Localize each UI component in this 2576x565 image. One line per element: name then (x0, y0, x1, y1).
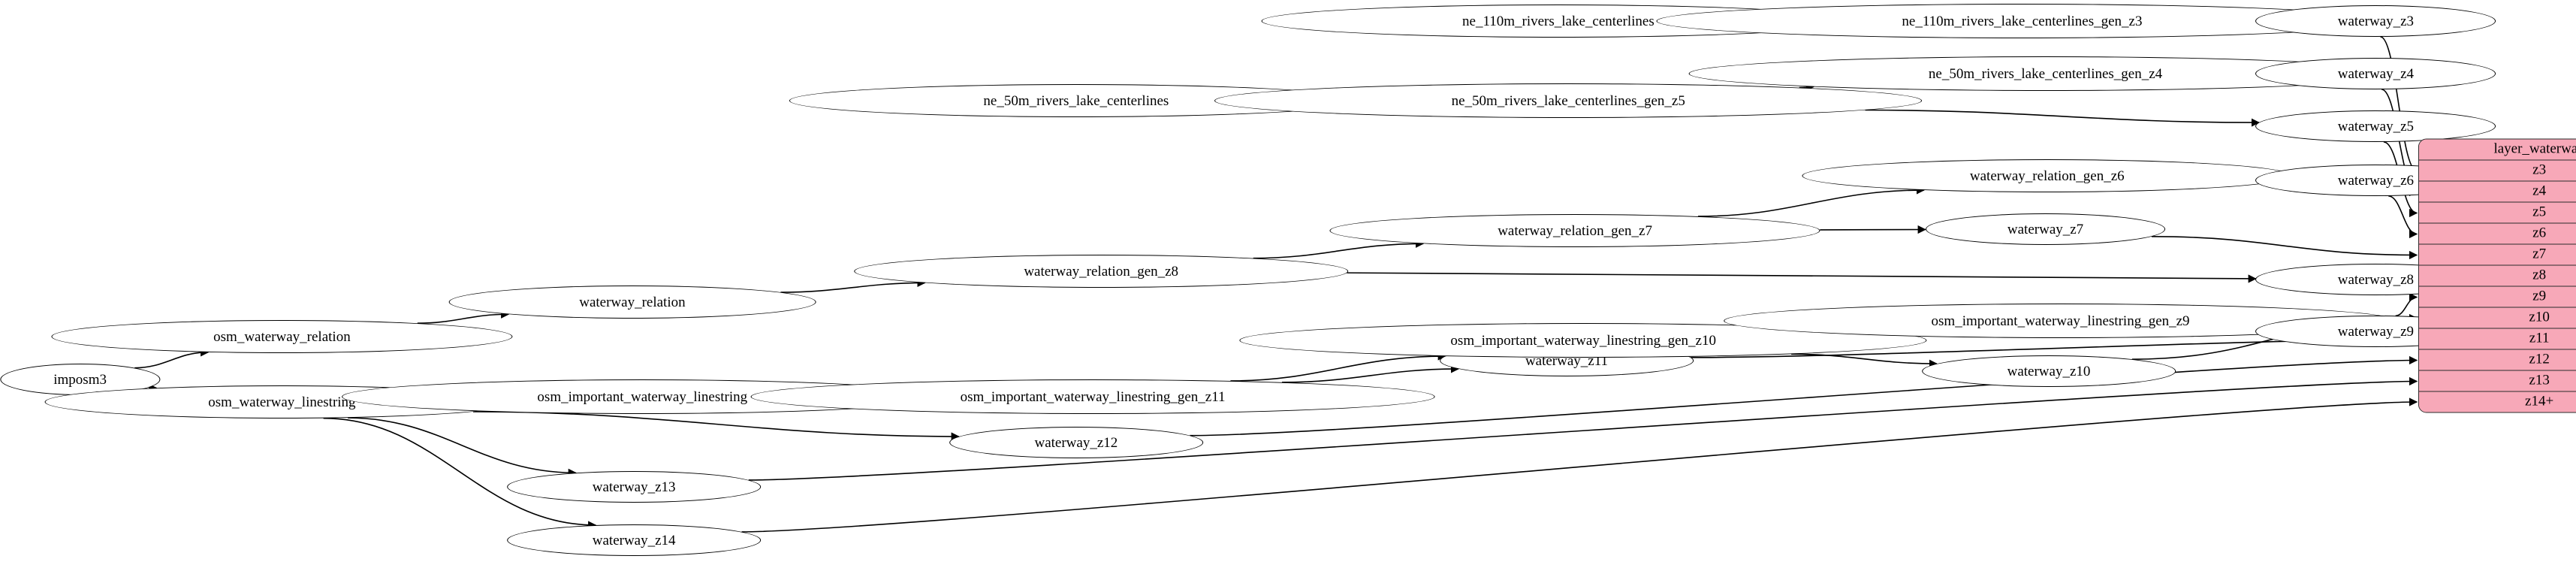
graph-node-waterway-relation-gen-z8[interactable]: waterway_relation_gen_z8 (854, 255, 1348, 288)
edge-waterway-z7-to-layer-waterway-z7 (2151, 236, 2418, 260)
edge-osm-waterway-linestring-to-waterway-z14 (323, 417, 597, 530)
graph-node-label: waterway_z8 (2337, 271, 2415, 288)
graph-node-label: waterway_z7 (2007, 221, 2084, 237)
edge-waterway-relation-gen-z8-to-waterway-z8 (1347, 272, 2257, 283)
layer-row-z10[interactable]: z10 (2419, 307, 2576, 329)
graph-node-ne-50m-rivers-lake-centerlines-gen-z5[interactable]: ne_50m_rivers_lake_centerlines_gen_z5 (1214, 83, 1923, 118)
graph-node-label: imposm3 (53, 371, 107, 388)
graph-node-waterway-z5[interactable]: waterway_z5 (2255, 110, 2496, 142)
layer-row-z4[interactable]: z4 (2419, 181, 2576, 203)
graph-node-waterway-relation[interactable]: waterway_relation (448, 286, 816, 319)
graph-node-waterway-z14[interactable]: waterway_z14 (507, 524, 761, 556)
graph-node-label: waterway_relation_gen_z7 (1498, 222, 1652, 239)
graph-node-label: waterway_z12 (1034, 434, 1118, 451)
graph-node-label: osm_waterway_linestring (208, 394, 356, 410)
graph-node-label: ne_50m_rivers_lake_centerlines_gen_z5 (1451, 92, 1685, 109)
layer-row-z3[interactable]: z3 (2419, 160, 2576, 182)
edge-waterway-relation-to-waterway-relation-gen-z8 (780, 278, 926, 293)
graph-node-label: osm_important_waterway_linestring_gen_z1… (1450, 332, 1716, 349)
edge-waterway-z6-to-layer-waterway-z6 (2388, 195, 2418, 239)
layer-row-z13[interactable]: z13 (2419, 370, 2576, 392)
graph-node-waterway-z12[interactable]: waterway_z12 (949, 427, 1203, 458)
graph-node-waterway-z7[interactable]: waterway_z7 (1925, 213, 2166, 245)
edge-osm-waterway-linestring-to-waterway-z12 (472, 411, 960, 441)
graph-node-waterway-z13[interactable]: waterway_z13 (507, 471, 761, 503)
edge-osm-waterway-linestring-to-waterway-z13 (348, 417, 577, 477)
graph-node-osm-waterway-relation[interactable]: osm_waterway_relation (51, 320, 512, 353)
graph-node-waterway-relation-gen-z7[interactable]: waterway_relation_gen_z7 (1329, 214, 1820, 247)
edge-waterway-z13-to-layer-waterway-z13 (748, 376, 2418, 481)
graph-node-label: waterway_z5 (2337, 118, 2415, 134)
edge-waterway-z3-to-layer-waterway-z3 (2380, 36, 2418, 176)
layer-row-z5[interactable]: z5 (2419, 202, 2576, 224)
graph-node-label: waterway_relation (579, 294, 686, 310)
layer-row-z8[interactable]: z8 (2419, 265, 2576, 287)
edge-waterway-z9-to-layer-waterway-z9 (2395, 292, 2418, 317)
graph-node-waterway-z4[interactable]: waterway_z4 (2255, 58, 2496, 89)
edge-ne-50m-rivers-lake-centerlines-gen-z5-to-waterway-z5 (1865, 109, 2261, 127)
graph-node-label: osm_important_waterway_linestring_gen_z9 (1931, 313, 2190, 329)
graph-node-waterway-relation-gen-z6[interactable]: waterway_relation_gen_z6 (1802, 159, 2293, 192)
graph-node-label: ne_50m_rivers_lake_centerlines_gen_z4 (1928, 65, 2163, 82)
graph-node-label: waterway_relation_gen_z6 (1969, 168, 2125, 184)
graph-node-label: ne_50m_rivers_lake_centerlines (983, 92, 1169, 109)
graph-node-label: waterway_z10 (2007, 363, 2091, 379)
edge-waterway-z14-to-layer-waterway-z14+ (741, 397, 2418, 533)
graph-node-label: waterway_z3 (2337, 13, 2415, 29)
graph-node-label: waterway_z9 (2337, 323, 2415, 340)
edge-waterway-z12-to-layer-waterway-z12 (1190, 355, 2418, 437)
graph-node-label: waterway_z6 (2337, 172, 2415, 189)
graph-node-label: ne_110m_rivers_lake_centerlines_gen_z3 (1902, 13, 2143, 29)
graph-node-label: waterway_z13 (592, 479, 676, 495)
graph-node-label: waterway_z14 (592, 532, 676, 548)
graph-node-osm-important-waterway-linestring-gen-z11[interactable]: osm_important_waterway_linestring_gen_z1… (750, 379, 1435, 414)
graph-node-label: osm_waterway_relation (213, 328, 351, 345)
graph-node-label: waterway_z4 (2337, 65, 2415, 82)
layer-row-z11[interactable]: z11 (2419, 328, 2576, 350)
edge-osm-important-waterway-linestring-gen-z11-to-waterway-z11 (1281, 364, 1460, 383)
layer-row-z6[interactable]: z6 (2419, 223, 2576, 245)
layer-row-z14plus[interactable]: z14+ (2419, 391, 2576, 412)
graph-node-waterway-z3[interactable]: waterway_z3 (2255, 5, 2496, 37)
layer-row-z7[interactable]: z7 (2419, 244, 2576, 266)
graph-node-label: ne_110m_rivers_lake_centerlines (1462, 13, 1654, 29)
graph-node-waterway-z10[interactable]: waterway_z10 (1922, 355, 2176, 387)
edge-imposm3-to-osm-waterway-relation (134, 348, 210, 369)
edge-osm-waterway-relation-to-waterway-relation (417, 310, 510, 325)
graph-node-label: osm_important_waterway_linestring_gen_z1… (960, 388, 1226, 405)
graph-node-label: waterway_relation_gen_z8 (1024, 263, 1179, 279)
edge-waterway-relation-gen-z8-to-waterway-relation-gen-z7 (1253, 239, 1425, 259)
edge-osm-important-waterway-linestring-gen-z10-to-waterway-z10 (1791, 353, 1938, 368)
graph-node-ne-50m-rivers-lake-centerlines-gen-z4[interactable]: ne_50m_rivers_lake_centerlines_gen_z4 (1688, 56, 2403, 91)
layer-row-z9[interactable]: z9 (2419, 286, 2576, 308)
edge-osm-important-waterway-linestring-gen-z11-to-osm-important-waterway-linestring-gen-z10 (1230, 352, 1446, 382)
layer-row-z12[interactable]: z12 (2419, 349, 2576, 371)
edge-waterway-relation-gen-z7-to-waterway-relation-gen-z6 (1697, 186, 1926, 217)
graph-node-ne-50m-rivers-lake-centerlines[interactable]: ne_50m_rivers_lake_centerlines (789, 84, 1363, 117)
graph-node-label: osm_important_waterway_linestring (537, 388, 748, 405)
layer-table-title: layer_waterway (2419, 139, 2576, 161)
